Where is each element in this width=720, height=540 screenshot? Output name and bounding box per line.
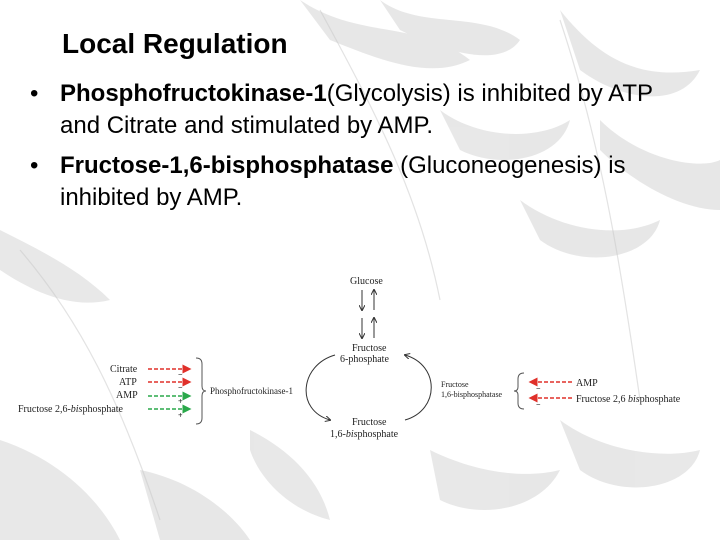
right-f26bp-label: Fructose 2,6 bisphosphate <box>576 394 681 405</box>
glucose-label: Glucose <box>350 276 383 287</box>
fbpase-label-line2: 1,6-bisphosphatase <box>441 390 503 399</box>
bullet-dot: • <box>30 152 39 179</box>
left-regulator-arrows <box>148 364 192 414</box>
right-amp-label: AMP <box>576 378 598 389</box>
svg-text:−: − <box>178 370 183 379</box>
left-citrate-label: Citrate <box>110 364 138 375</box>
svg-text:−: − <box>178 383 183 392</box>
right-regulator-signs: − − <box>536 384 541 409</box>
left-amp-label: AMP <box>116 390 138 401</box>
bullet-fbpase-term: Fructose-1,6-bisphosphatase <box>60 152 394 179</box>
left-bracket <box>195 357 207 425</box>
left-f26bp-label: Fructose 2,6-bisphosphate <box>18 404 124 415</box>
svg-text:−: − <box>536 384 541 393</box>
bullet-fbpase: • Fructose-1,6-bisphosphatase (Gluconeoge… <box>30 150 670 214</box>
svg-text:+: + <box>178 397 183 406</box>
bullet-fbpase-text: (Gluconeogenesis) is inhibited by AMP. <box>60 152 626 211</box>
cycle-arrows <box>305 355 432 420</box>
f16bp-label-line1: Fructose <box>352 417 387 428</box>
svg-text:+: + <box>178 411 183 420</box>
left-atp-label: ATP <box>119 377 137 388</box>
pfk1-label: Phosphofructokinase-1 <box>210 386 293 396</box>
bullet-pfk1-term: Phosphofructokinase-1 <box>60 80 327 107</box>
svg-text:−: − <box>536 400 541 409</box>
bullet-pfk1: • Phosphofructokinase-1(Glycolysis) is in… <box>30 78 670 142</box>
f6p-label-line1: Fructose <box>352 343 387 354</box>
right-regulator-arrows <box>528 377 572 403</box>
bullet-list: • Phosphofructokinase-1(Glycolysis) is in… <box>30 78 670 222</box>
right-bracket <box>513 372 525 410</box>
regulation-diagram: Glucose Fructose 6-phosphate Fructose 1,… <box>18 276 681 440</box>
bullet-dot: • <box>30 80 39 107</box>
slide-title: Local Regulation <box>62 28 288 59</box>
fbpase-label-line1: Fructose <box>441 380 469 389</box>
left-regulator-signs: − − + + <box>178 370 183 420</box>
f6p-label-line2: 6-phosphate <box>340 354 389 365</box>
f16bp-label-line2: 1,6-bisphosphate <box>330 429 399 440</box>
bullet-pfk1-text: (Glycolysis) is inhibited by ATP and Cit… <box>60 80 653 139</box>
glucose-pathway-arrows <box>362 290 374 338</box>
